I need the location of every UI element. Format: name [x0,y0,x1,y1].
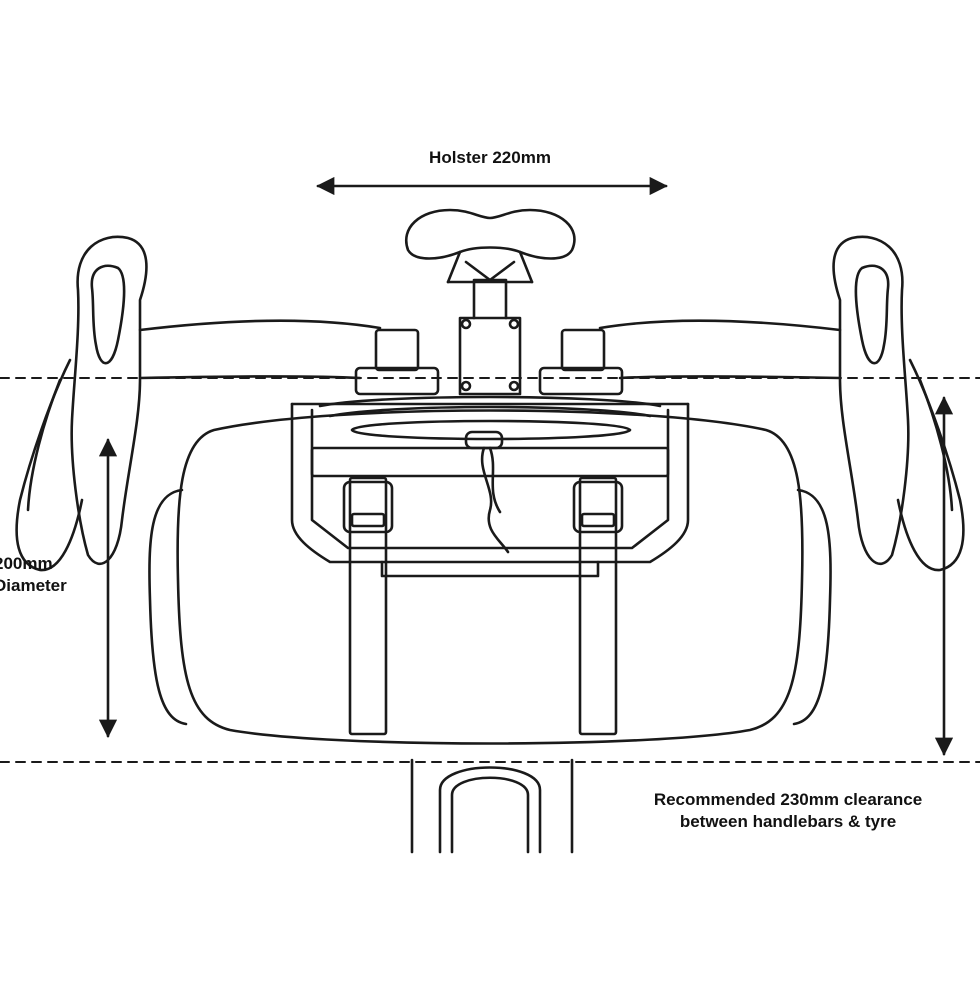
strap-right [572,476,624,736]
clearance-label-line2: between handlebars & tyre [679,812,897,831]
fork-outline [410,758,574,854]
harness-frame [290,402,690,578]
clearance-label: Recommended 230mm clearance between hand… [600,789,976,833]
holster-width-label: Holster 220mm [429,148,551,167]
diameter-label-line2: Diameter [0,576,67,595]
strap-left [342,476,394,736]
reference-lines [0,377,980,763]
dimension-arrows [98,176,954,756]
handlebar-right [598,235,965,572]
stem-clamp [354,278,624,396]
diameter-label: 200mm Diameter [0,553,67,597]
bungee-cord [318,395,662,554]
clearance-label-line1: Recommended 230mm clearance [653,790,923,809]
diameter-label-line1: 200mm [0,554,53,573]
saddle [405,208,576,284]
